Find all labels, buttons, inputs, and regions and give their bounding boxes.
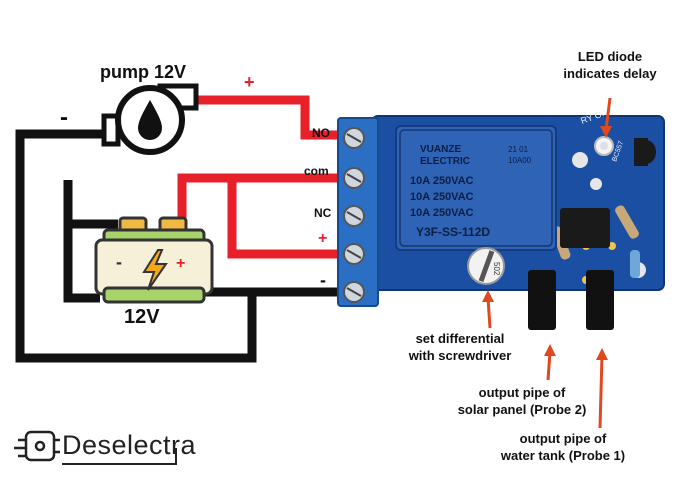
led-annotation-line1: LED diode <box>577 49 643 64</box>
probe2-annotation-line2: solar panel (Probe 2) <box>457 402 587 417</box>
probe-pipes <box>528 270 614 330</box>
terminal-nc-label: NC <box>314 206 332 220</box>
probe1-annotation-line2: water tank (Probe 1) <box>500 448 626 463</box>
red-wire-com-to-plus <box>227 178 345 259</box>
relay-rating-2: 10A 250VAC <box>410 191 474 203</box>
pump-plus-sign: + <box>244 72 255 92</box>
potentiometer-icon <box>467 247 505 285</box>
brand-logo-text: Deselectra <box>62 430 197 460</box>
battery-minus-sign: - <box>116 252 122 272</box>
differential-annotation-line2: with screwdriver <box>408 348 512 363</box>
battery-icon <box>94 216 214 304</box>
terminal-com-label: com <box>304 164 329 178</box>
relay-rating-3: 10A 250VAC <box>410 207 474 219</box>
relay-brand-line1: VUANZE <box>420 144 461 155</box>
relay-code-line1: 21 01 <box>508 145 529 154</box>
black-wire-pump-minus <box>15 129 345 363</box>
red-wire-battery-to-com <box>177 173 345 224</box>
terminal-no-label: NO <box>312 126 330 140</box>
relay-rating-1: 10A 250VAC <box>410 175 474 187</box>
terminal-block <box>337 117 379 307</box>
led-annotation: LED diode indicates delay <box>540 48 680 82</box>
led-annotation-line2: indicates delay <box>563 66 657 81</box>
pump-minus-sign: - <box>60 104 68 131</box>
led-icon <box>594 136 614 156</box>
probe1-annotation-line1: output pipe of <box>519 431 607 446</box>
potentiometer-label: 502 <box>492 262 501 276</box>
terminal-minus-label: - <box>320 270 326 290</box>
relay-brand-line2: ELECTRIC <box>420 156 470 167</box>
black-wire-battery-minus <box>63 180 118 303</box>
relay-code-line2: 10A00 <box>508 156 532 165</box>
red-wire-pump-to-no <box>178 95 345 140</box>
pump-icon <box>101 83 199 155</box>
probe1-annotation: output pipe of water tank (Probe 1) <box>482 430 644 464</box>
annotation-arrows <box>482 97 612 429</box>
battery-voltage-label: 12V <box>124 306 160 328</box>
battery-plus-sign: + <box>176 255 185 272</box>
relay-model: Y3F-SS-112D <box>416 225 490 239</box>
terminal-plus-label: + <box>318 230 328 247</box>
relay <box>395 125 557 251</box>
probe2-annotation: output pipe of solar panel (Probe 2) <box>442 384 602 418</box>
logo-underline <box>62 448 177 465</box>
pump-label: pump 12V <box>100 62 187 82</box>
circuit-chip-icon <box>14 430 60 462</box>
probe2-annotation-line1: output pipe of <box>478 385 566 400</box>
differential-annotation: set differential with screwdriver <box>390 330 530 364</box>
differential-annotation-line1: set differential <box>415 331 505 346</box>
